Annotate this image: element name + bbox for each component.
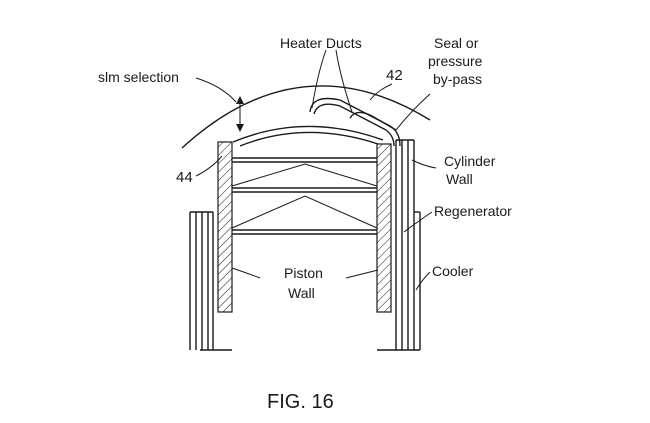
left-outer-walls (189, 211, 232, 351)
label-ref-42: 42 (386, 67, 403, 84)
outer-dome-arc (181, 85, 431, 149)
label-piston-2: Wall (288, 285, 315, 301)
label-seal-2: pressure (428, 53, 483, 69)
label-cylinder-2: Wall (446, 171, 473, 187)
leader-lines (195, 49, 437, 291)
label-slm-selection: slm selection (98, 69, 179, 85)
label-heater-ducts: Heater Ducts (280, 35, 362, 51)
left-piston-wall (217, 141, 233, 313)
label-cylinder-1: Cylinder (444, 153, 496, 169)
heater-ducts-drawing (309, 97, 401, 147)
label-ref-44: 44 (176, 169, 193, 186)
right-piston-wall (376, 143, 392, 313)
slm-selection-arrow (236, 96, 244, 132)
label-seal-1: Seal or (434, 35, 479, 51)
piston-crown (232, 125, 384, 143)
label-seal-3: by-pass (433, 71, 482, 87)
piston-crown-inner (239, 131, 379, 147)
internal-baffles (231, 157, 378, 235)
figure-caption: FIG. 16 (267, 391, 334, 413)
right-outer-walls (377, 139, 421, 351)
label-cooler: Cooler (432, 263, 474, 279)
label-regenerator: Regenerator (434, 203, 512, 219)
label-piston-1: Piston (284, 265, 323, 281)
